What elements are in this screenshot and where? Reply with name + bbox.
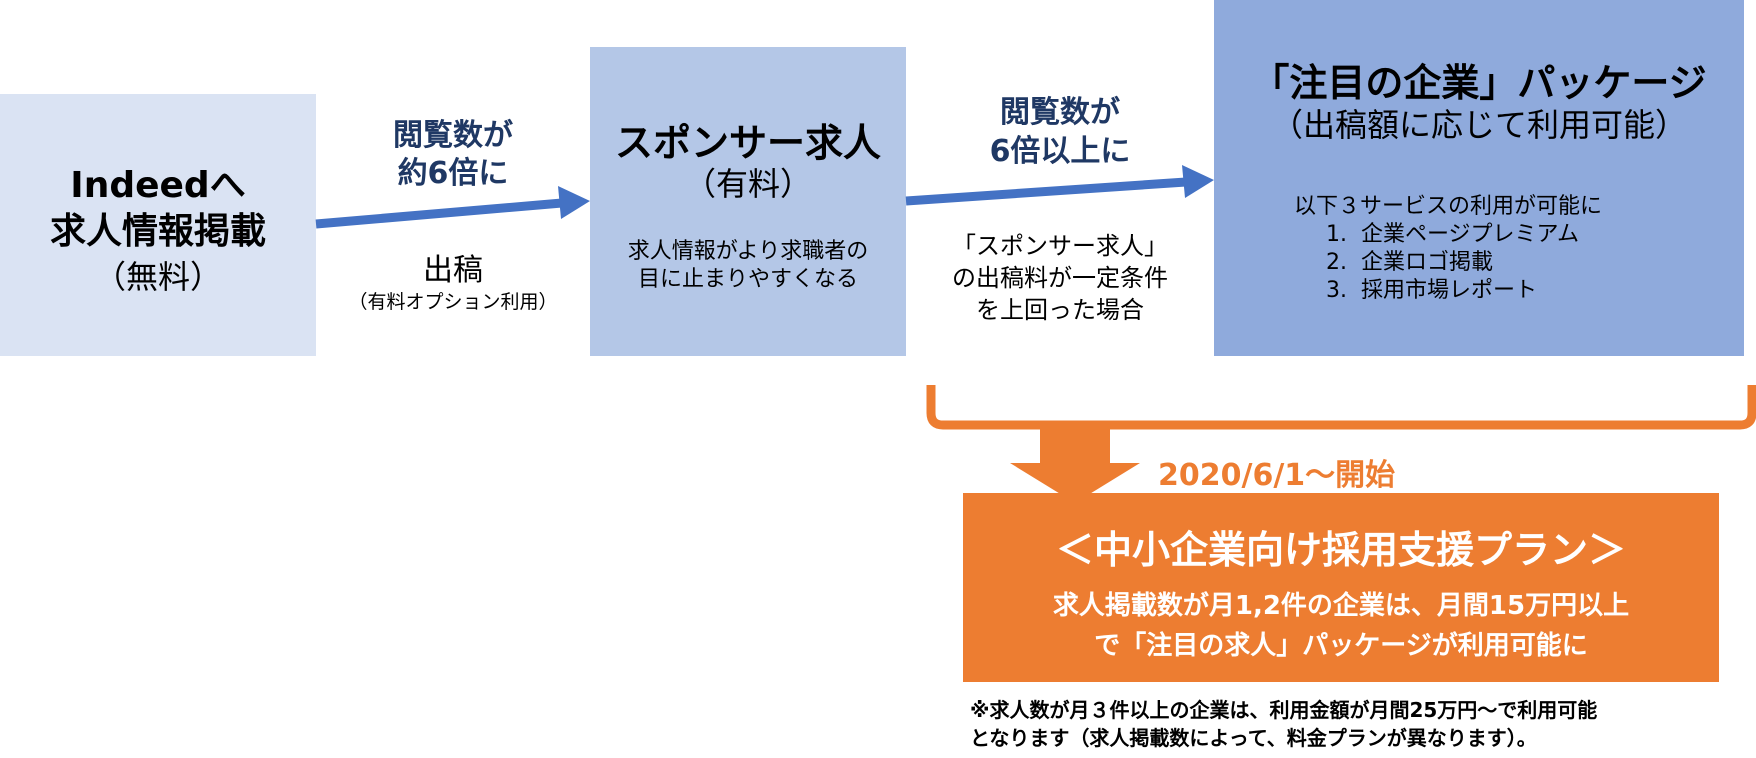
package-item-text: 企業ロゴ掲載: [1361, 250, 1494, 275]
arrow2-label-line1: 閲覧数が: [1000, 95, 1120, 130]
arrow1-label-line2: 約6倍に: [397, 156, 509, 191]
package-intro: 以下３サービスの利用が可能に: [1294, 194, 1603, 219]
indeed-title-line2: 求人情報掲載: [49, 211, 266, 252]
indeed-title-line1: Indeedへ: [70, 165, 246, 206]
sponsor-desc-line1: 求人情報がより求職者の: [627, 239, 869, 264]
package-item-text: 採用市場レポート: [1361, 278, 1538, 303]
arrow2-caption-line1: 「スポンサー求人」: [952, 232, 1168, 260]
arrow2-head: [1182, 165, 1214, 198]
arrow1-caption-line1: 出稿: [423, 253, 483, 288]
sponsor-note: （有料）: [683, 165, 812, 203]
package-item-number: 2.: [1326, 250, 1347, 275]
sponsor-job-box: スポンサー求人 （有料） 求人情報がより求職者の 目に止まりやすくなる: [590, 47, 906, 356]
arrow2-shaft: [905, 177, 1187, 206]
sme-plan-box: ＜中小企業向け採用支援プラン＞ 求人掲載数が月1,2件の企業は、月間15万円以上…: [963, 493, 1719, 682]
plan-title: ＜中小企業向け採用支援プラン＞: [1055, 528, 1626, 572]
arrow2-caption-line3: を上回った場合: [976, 296, 1144, 324]
package-title: 「注目の企業」パッケージ: [1251, 61, 1707, 105]
package-item: 3. 採用市場レポート: [1326, 272, 1537, 304]
bracket: [926, 385, 1756, 430]
package-item-text: 企業ページプレミアム: [1361, 222, 1580, 247]
footnote-line2: となります（求人掲載数によって、料金プランが異なります）。: [970, 726, 1537, 750]
arrow1-label-line1: 閲覧数が: [393, 118, 513, 153]
down-arrow: [1010, 429, 1140, 503]
footnote-line1: ※求人数が月３件以上の企業は、利用金額が月間25万円〜で利用可能: [970, 698, 1598, 722]
package-item: 1. 企業ページプレミアム: [1326, 216, 1579, 248]
package-item-number: 1.: [1326, 222, 1347, 247]
indeed-listing-box: Indeedへ 求人情報掲載 （無料）: [0, 94, 316, 356]
arrow1-shaft: [315, 198, 563, 229]
arrow2-label-line2: 6倍以上に: [989, 134, 1131, 169]
package-item-number: 3.: [1326, 278, 1347, 303]
package-subtitle: （出稿額に応じて利用可能）: [1270, 106, 1687, 144]
plan-desc-line1: 求人掲載数が月1,2件の企業は、月間15万円以上: [1052, 591, 1630, 621]
start-date-label: 2020/6/1〜開始: [1158, 458, 1396, 493]
plan-desc-line2: で「注目の求人」パッケージが利用可能に: [1094, 631, 1588, 661]
arrow1-caption-line2: （有料オプション利用）: [348, 291, 558, 313]
featured-package-box: 「注目の企業」パッケージ （出稿額に応じて利用可能） 以下３サービスの利用が可能…: [1214, 0, 1744, 356]
arrow2-caption-line2: の出稿料が一定条件: [952, 264, 1168, 292]
sponsor-title: スポンサー求人: [614, 121, 881, 165]
arrow1-head: [558, 186, 590, 219]
package-item: 2. 企業ロゴ掲載: [1326, 244, 1493, 276]
indeed-note: （無料）: [93, 258, 222, 296]
sponsor-desc-line2: 目に止まりやすくなる: [637, 267, 858, 292]
